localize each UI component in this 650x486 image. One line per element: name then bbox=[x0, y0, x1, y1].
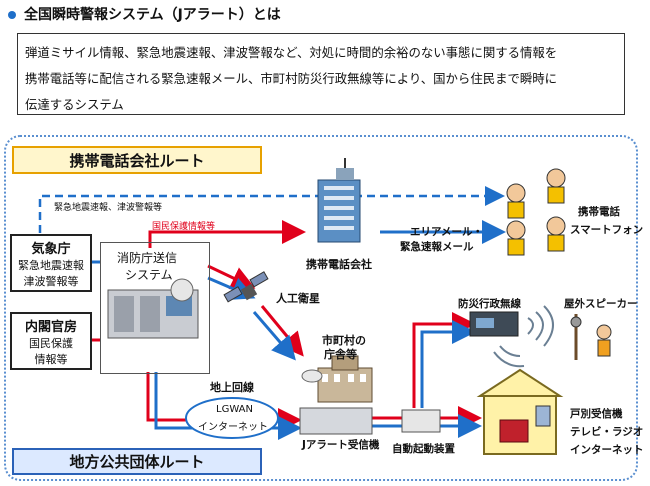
fdma-box: 消防庁送信 システム bbox=[100, 242, 210, 374]
phone-user-icons bbox=[506, 168, 566, 256]
outdoor-speaker-label: 屋外スピーカー bbox=[564, 298, 638, 310]
city-hall-label: 市町村の bbox=[322, 334, 366, 347]
radio-waves bbox=[493, 305, 554, 368]
mobile-phone-label: 携帯電話 bbox=[578, 206, 620, 218]
home-internet-label: インターネット bbox=[570, 444, 644, 456]
carrier-company-label: 携帯電話会社 bbox=[306, 258, 372, 271]
disaster-radio-label: 防災行政無線 bbox=[458, 298, 521, 310]
receiver-label: Jアラート受信機 bbox=[302, 439, 380, 451]
smartphone-label: スマートフォン bbox=[570, 224, 644, 236]
home-receiver-label: 戸別受信機 bbox=[570, 408, 623, 420]
city-hall-icon bbox=[301, 355, 373, 403]
satellite-icon bbox=[223, 271, 269, 303]
jma-box: 気象庁 緊急地震速報 津波警報等 bbox=[10, 234, 92, 292]
jma-item: 津波警報等 bbox=[23, 275, 79, 288]
summary-line: 弾道ミサイル情報、緊急地震速報、津波警報など、対処に時間的余裕のない事態に関する… bbox=[25, 45, 558, 60]
title-text: 全国瞬時警報システム（Jアラート）とは bbox=[24, 7, 281, 23]
autostart-label: 自動起動装置 bbox=[392, 443, 455, 455]
civil-protection-label: 国民保護情報等 bbox=[152, 222, 216, 232]
bullet-icon bbox=[8, 11, 16, 19]
summary-line: 携帯電話等に配信される緊急速報メール、市町村防災行政無線等により、国から住民まで… bbox=[25, 71, 558, 86]
quake-tsunami-label: 緊急地震速報、津波警報等 bbox=[54, 203, 163, 213]
cabinet-box: 内閣官房 国民保護 情報等 bbox=[10, 312, 92, 370]
house-icon bbox=[476, 368, 564, 455]
ground-line-label: 地上回線 bbox=[210, 381, 254, 394]
summary-box: 弾道ミサイル情報、緊急地震速報、津波警報など、対処に時間的余裕のない事態に関する… bbox=[17, 33, 625, 115]
summary-line: 伝達するシステム bbox=[25, 97, 124, 112]
autostart-to-radio-red bbox=[412, 312, 476, 408]
carrier-route-label: 携帯電話会社ルート bbox=[12, 146, 262, 174]
satellite-label: 人工衛星 bbox=[276, 292, 320, 305]
autostart-icon bbox=[401, 409, 441, 433]
satellite-to-city-blue bbox=[252, 311, 296, 361]
receiver-icon bbox=[299, 407, 373, 435]
jma-item: 緊急地震速報 bbox=[18, 259, 84, 272]
cabinet-item: 情報等 bbox=[34, 353, 68, 366]
city-hall-label: 庁舎等 bbox=[324, 348, 357, 361]
lgwan-label: インターネット bbox=[198, 422, 268, 433]
cabinet-name: 内閣官房 bbox=[24, 320, 77, 335]
area-mail-label: エリアメール・ bbox=[410, 226, 483, 238]
area-mail-label: 緊急速報メール bbox=[400, 241, 474, 253]
fdma-server-icon bbox=[107, 278, 199, 339]
diagram-frame bbox=[4, 135, 638, 481]
local-route-label: 地方公共団体ルート bbox=[12, 448, 262, 475]
carrier-building-icon bbox=[317, 158, 361, 243]
lgwan-cloud-icon bbox=[185, 397, 279, 439]
jma-name: 気象庁 bbox=[31, 242, 71, 257]
page-title: 全国瞬時警報システム（Jアラート）とは bbox=[8, 4, 281, 24]
home-tv-radio-label: テレビ・ラジオ bbox=[570, 426, 644, 438]
autostart-to-radio-blue bbox=[420, 320, 476, 408]
cabinet-item: 国民保護 bbox=[29, 337, 73, 350]
radio-console-icon bbox=[469, 311, 519, 337]
lgwan-label: LGWAN bbox=[216, 404, 253, 415]
fdma-label: 消防庁送信 bbox=[117, 251, 178, 265]
outdoor-speaker-icon bbox=[570, 314, 582, 360]
fdma-to-satellite-red bbox=[207, 264, 256, 290]
fdma-label: システム bbox=[125, 268, 173, 282]
person-icon bbox=[596, 324, 612, 357]
